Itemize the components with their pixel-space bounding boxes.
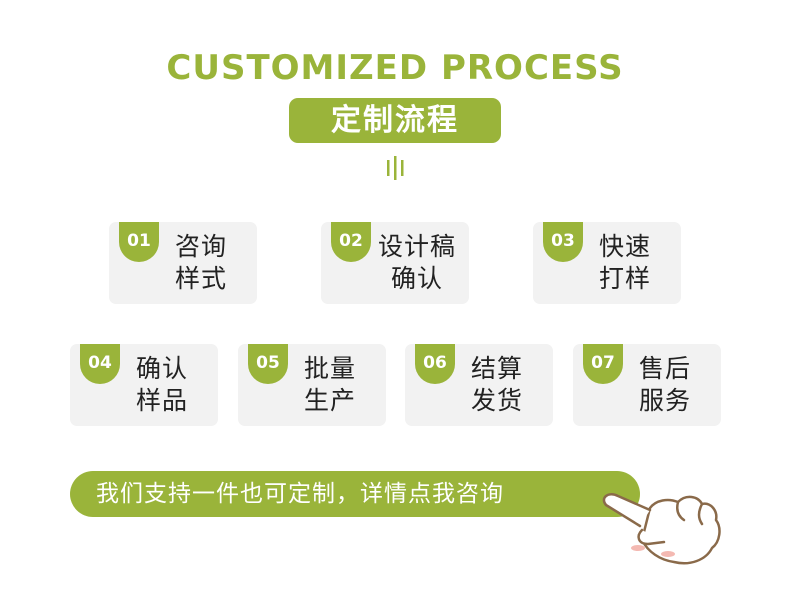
- pointing-hand-icon: [602, 493, 721, 565]
- step-card-03: 03 快速 打样: [533, 222, 681, 304]
- step-label: 快速 打样: [598, 232, 651, 293]
- page-subtitle: 定制流程: [289, 98, 501, 143]
- step-number-badge: 05: [248, 344, 288, 384]
- step-label: 售后 服务: [638, 354, 691, 415]
- page-title: CUSTOMIZED PROCESS: [166, 48, 624, 88]
- step-card-06: 06 结算 发货: [405, 344, 553, 426]
- step-number-badge: 04: [80, 344, 120, 384]
- step-label: 结算 发货: [470, 354, 523, 415]
- step-card-05: 05 批量 生产: [238, 344, 386, 426]
- step-label: 批量 生产: [303, 354, 356, 415]
- divider-mark-icon: [387, 156, 404, 180]
- step-number-badge: 02: [331, 222, 371, 262]
- step-card-02: 02 设计稿 确认: [321, 222, 469, 304]
- consult-button[interactable]: 我们支持一件也可定制，详情点我咨询: [70, 471, 640, 517]
- step-number-badge: 01: [119, 222, 159, 262]
- step-label: 设计稿 确认: [377, 232, 456, 293]
- step-number-badge: 03: [543, 222, 583, 262]
- step-card-07: 07 售后 服务: [573, 344, 721, 426]
- step-number-badge: 07: [583, 344, 623, 384]
- step-label: 咨询 样式: [174, 232, 227, 293]
- step-label: 确认 样品: [135, 354, 188, 415]
- step-number-badge: 06: [415, 344, 455, 384]
- step-card-01: 01 咨询 样式: [109, 222, 257, 304]
- step-card-04: 04 确认 样品: [70, 344, 218, 426]
